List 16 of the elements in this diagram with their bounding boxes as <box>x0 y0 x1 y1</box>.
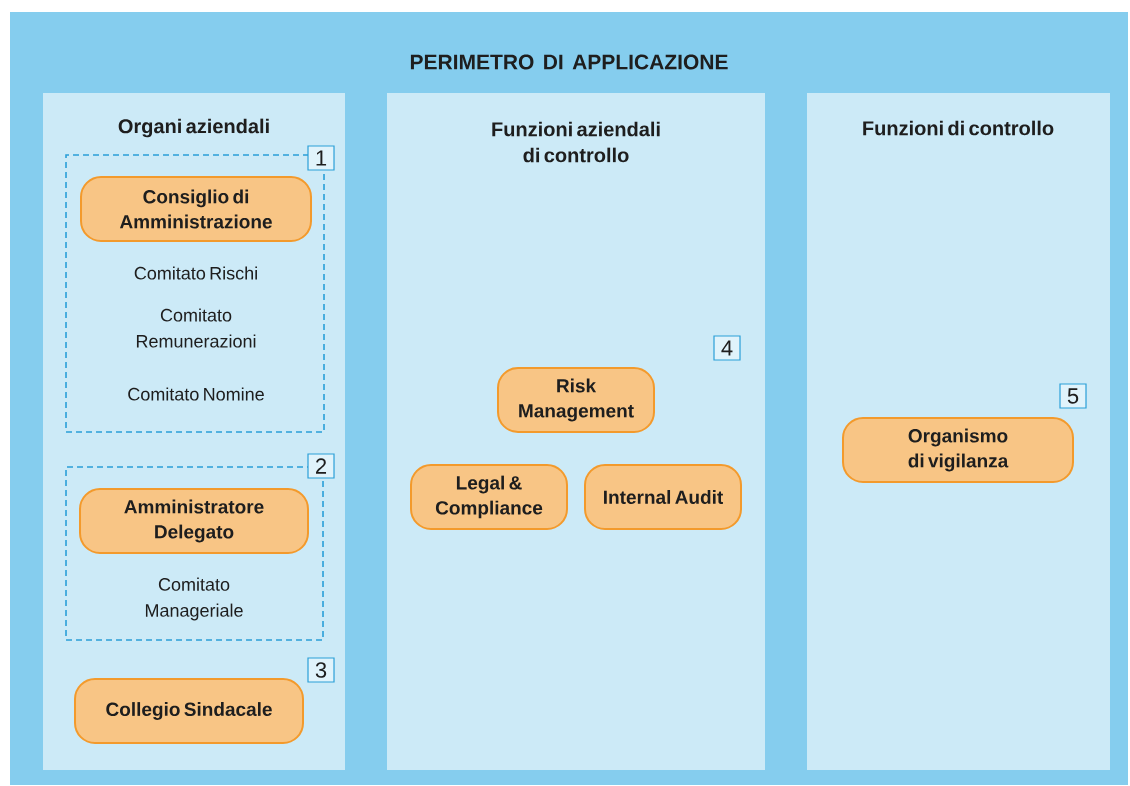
committee-label: Comitato Manageriale <box>145 577 243 621</box>
rounded-box: Risk Management <box>497 367 655 433</box>
rounded-box: Internal Audit <box>584 464 742 530</box>
rounded-box: Organismo di vigilanza <box>842 417 1074 483</box>
committee-label: Comitato Nomine <box>128 387 264 401</box>
number-box: 2 <box>307 453 335 479</box>
committee-label: Comitato Rischi <box>134 266 257 280</box>
rounded-box: Consiglio di Amministrazione <box>80 176 312 242</box>
rounded-box: Collegio Sindacale <box>74 678 304 744</box>
rounded-box: Amministratore Delegato <box>79 488 309 554</box>
number-box: 3 <box>307 657 335 683</box>
committee-label: Comitato Remunerazioni <box>136 308 256 348</box>
number-box: 5 <box>1059 383 1087 409</box>
rounded-box: Legal & Compliance <box>410 464 568 530</box>
number-box: 1 <box>307 145 335 171</box>
number-box: 4 <box>713 335 741 361</box>
